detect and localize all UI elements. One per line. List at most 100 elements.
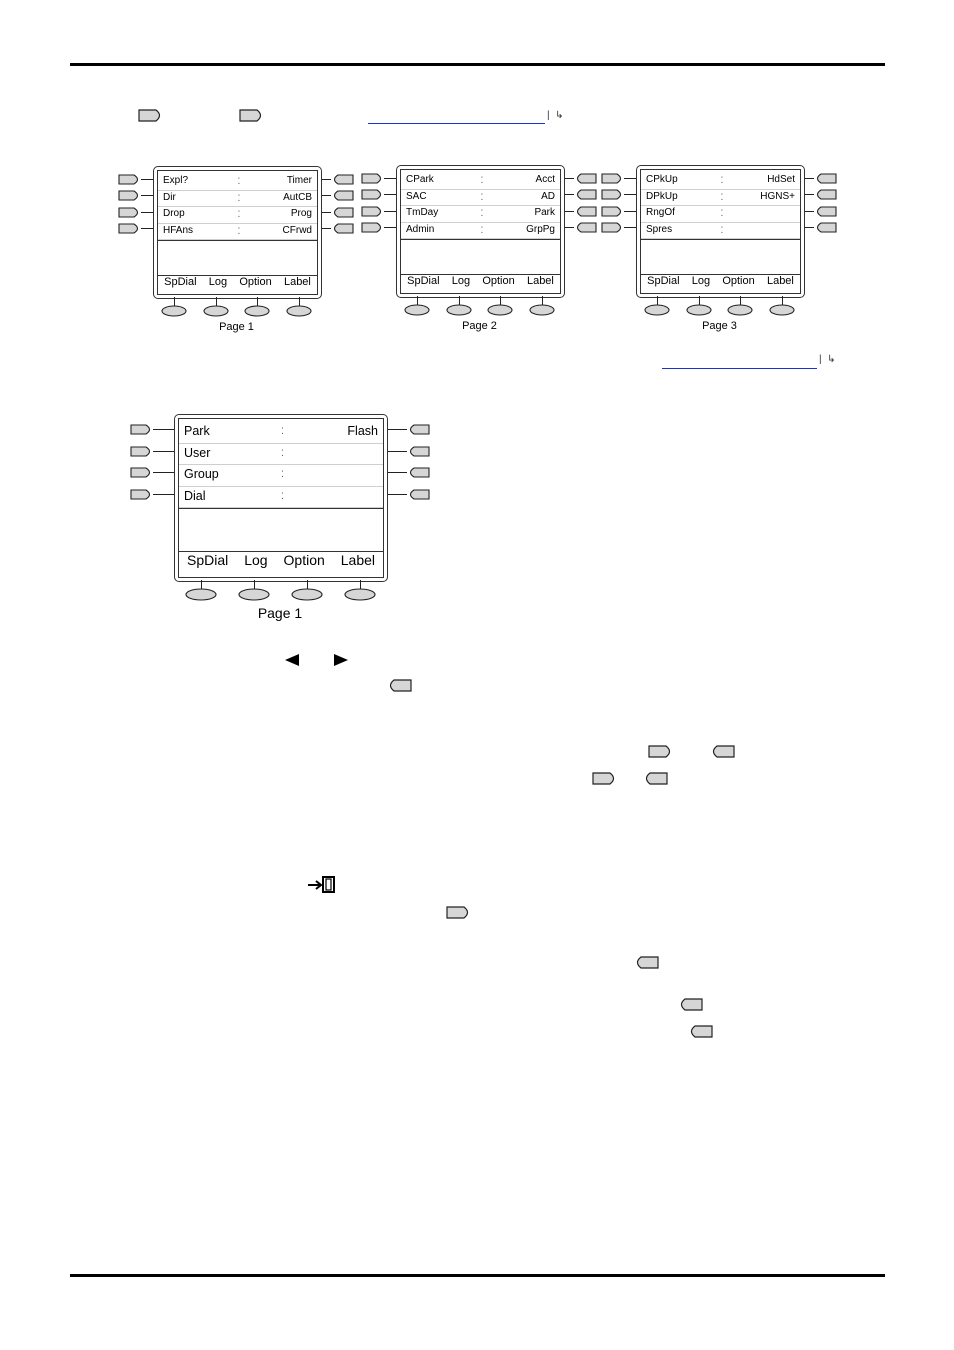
right-line-button-icon [573,206,597,217]
left-feature-label: Admin [406,223,435,235]
left-line-button-icon [118,174,142,185]
left-button-icon [138,109,164,122]
display-row: Park ⁚ Flash [179,421,383,444]
page-caption: Page 3 [702,320,737,332]
display-row: CPark⁚Acct [401,172,560,190]
separator-dots: ⁚ [720,175,724,185]
softkey-button-icon [343,588,376,601]
separator-dots: ⁚ [720,208,724,218]
left-line-button-icon [130,446,154,457]
left-feature-label: RngOf [646,207,675,218]
softkey-button-icon [203,305,229,317]
left-feature-label: CPark [406,174,434,185]
softkey-button-icon [769,304,795,316]
softkey-label: Log [451,275,471,287]
separator-dots: ⁚ [720,224,724,235]
right-feature-label: AD [541,190,555,202]
exit-icon [307,876,337,893]
right-line-button-icon [813,189,837,200]
softkey-label: SpDial [647,275,680,287]
display-row: Drop⁚Prog [158,206,317,224]
display-row: RngOf ⁚ [641,205,800,223]
display-row: Group⁚ [179,464,383,487]
softkey-button-icon [237,588,270,601]
right-feature-label: Flash [347,424,378,438]
left-button-icon [239,109,265,122]
softkey-button-icon [529,304,555,316]
display-row: Spres⁚ [641,222,800,239]
separator-dots: ⁚ [480,175,484,185]
page-caption: Page 1 [219,321,254,333]
separator-dots: ⁚ [281,426,284,436]
footer-rule [70,1274,885,1277]
softkey-label: Log [244,552,268,568]
display-row: SAC⁚AD [401,189,560,206]
softkey-label: Label [766,275,794,287]
softkey-label: Log [208,276,228,288]
left-feature-label: Expl? [163,175,189,186]
left-feature-label: Park [184,424,210,438]
page-ref-icon: | ↳ [819,354,836,365]
right-button-icon [633,956,659,969]
left-button-icon [592,772,618,785]
left-line-button-icon [130,424,154,435]
left-feature-label: CPkUp [646,174,678,185]
left-line-button-icon [361,222,385,233]
page-caption: Page 2 [462,320,497,332]
softkey-label: SpDial [186,552,229,568]
display-row: Dir⁚AutCB [158,190,317,207]
right-button-icon [386,679,412,692]
right-line-button-icon [573,173,597,184]
softkey-label: Option [239,276,272,288]
separator-dots: ⁚ [480,208,484,218]
softkey-button-icon [244,305,270,317]
display-row: User⁚ [179,443,383,465]
left-arrow-icon [284,654,300,666]
separator-dots: ⁚ [480,191,484,202]
separator-dots: ⁚ [480,224,484,235]
separator-dots: ⁚ [720,191,724,202]
message-area [179,508,383,552]
softkey-label: Label [283,276,311,288]
left-line-button-icon [361,189,385,200]
message-area [401,239,560,275]
softkey-button-icon [184,588,217,601]
softkey-button-icon [686,304,712,316]
softkey-button-icon [161,305,187,317]
page-ref-icon: | ↳ [547,110,564,121]
softkey-label: Label [340,552,376,568]
right-feature-label: Timer [286,175,312,186]
right-feature-label: HdSet [767,174,795,185]
softkey-button-icon [727,304,753,316]
softkey-label: Option [722,275,755,287]
display-row: HFAns⁚CFrwd [158,223,317,240]
left-feature-label: TmDay [406,207,439,218]
left-line-button-icon [601,189,625,200]
left-feature-label: Dial [184,488,206,503]
right-feature-label: Park [534,207,555,218]
cross-reference-link[interactable] [662,368,817,369]
left-line-button-icon [601,206,625,217]
softkey-label: Log [691,275,711,287]
left-line-button-icon [601,173,625,184]
right-line-button-icon [330,207,354,218]
left-feature-label: User [184,445,211,460]
cross-reference-link[interactable] [368,123,545,124]
right-line-button-icon [573,189,597,200]
left-line-button-icon [130,489,154,500]
right-line-button-icon [813,173,837,184]
left-line-button-icon [130,467,154,478]
display-row: Admin⁚GrpPg [401,222,560,239]
right-feature-label: CFrwd [282,224,312,236]
display-row: Expl?⁚Timer [158,173,317,191]
softkey-labels: SpDial Log Option Label [641,275,800,287]
left-feature-label: Drop [163,208,185,219]
